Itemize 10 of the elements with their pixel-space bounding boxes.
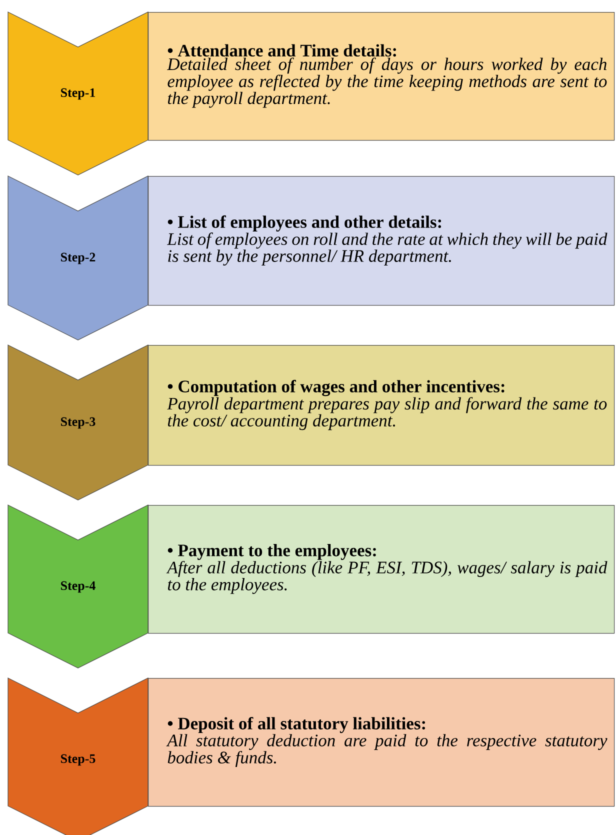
step-banner: Step-4 xyxy=(8,504,148,668)
step-box: • Computation of wages and other incentives: Payroll department prepares pay slip and forward the same to the cost/ accounting department. xyxy=(148,345,615,466)
step-banner: Step-2 xyxy=(8,176,148,340)
step-box: • List of employees and other details: List of employees on roll and the rate at which they will be paid is sent by the personnel/ HR department. xyxy=(148,176,615,306)
step-banner: Step-5 xyxy=(8,678,148,835)
step-box: • Deposit of all statutory liabilities: All statutory deduction are paid to the respective statutory bodies & funds. xyxy=(148,678,615,807)
step-banner: Step-1 xyxy=(8,12,148,176)
step-box: • Attendance and Time details: Detailed sheet of number of days or hours worked by each employee as reflected by the time keeping methods are sent to the payroll department. xyxy=(148,12,615,141)
step-box: • Payment to the employees: After all deductions (like PF, ESI, TDS), wages/ salary is paid to the employees. xyxy=(148,505,615,634)
step-banner: Step-3 xyxy=(8,344,148,500)
